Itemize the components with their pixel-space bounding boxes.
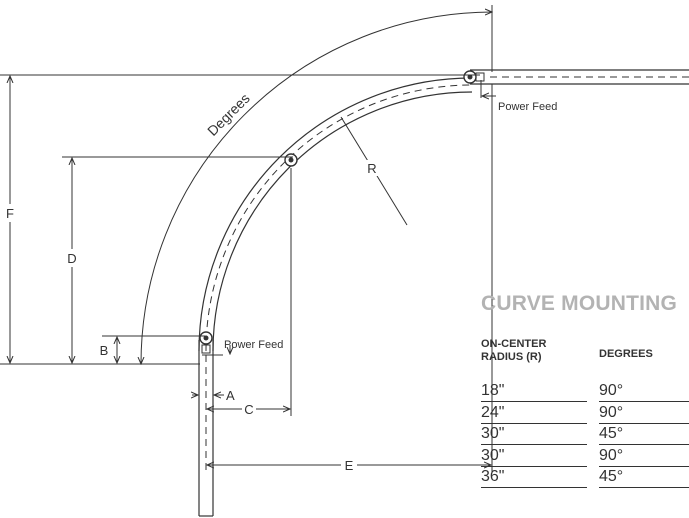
radius-cell: 30" (481, 446, 587, 467)
table-row: 24" 90° (481, 403, 689, 425)
radius-cell: 24" (481, 403, 587, 424)
header-radius-line1: ON-CENTER (481, 338, 547, 350)
header-radius-line2: RADIUS (R) (481, 351, 542, 363)
a-label: A (226, 388, 235, 403)
d-label: D (67, 251, 76, 266)
connector-middle-icon (284, 153, 298, 167)
header-radius: ON-CENTER RADIUS (R) (481, 338, 591, 364)
degrees-cell: 90° (599, 403, 689, 424)
table-rows: 18" 90° 24" 90° 30" 45° 30" 90° 36" 45° (481, 381, 689, 489)
e-label: E (345, 458, 354, 473)
table-row: 36" 45° (481, 467, 689, 489)
degrees-cell: 45° (599, 424, 689, 445)
table-header: ON-CENTER RADIUS (R) DEGREES (481, 338, 689, 372)
power-feed-top-label: Power Feed (498, 101, 557, 113)
track-vertical-section (198, 340, 214, 517)
degrees-cell: 90° (599, 446, 689, 467)
radius-cell: 36" (481, 467, 587, 488)
header-degrees: DEGREES (599, 348, 653, 360)
radius-cell: 30" (481, 424, 587, 445)
track-horizontal-section (470, 69, 689, 85)
b-label: B (100, 343, 109, 358)
degrees-cell: 90° (599, 381, 689, 402)
power-feed-left-label: Power Feed (224, 339, 283, 351)
c-label: C (244, 402, 253, 417)
degrees-cell: 45° (599, 467, 689, 488)
radius-cell: 18" (481, 381, 587, 402)
table-row: 30" 90° (481, 446, 689, 468)
table-title: CURVE MOUNTING (481, 292, 678, 315)
curve-mounting-table: CURVE MOUNTING ON-CENTER RADIUS (R) DEGR… (481, 292, 689, 488)
f-label: F (6, 206, 14, 221)
degrees-arc (141, 12, 492, 364)
table-row: 30" 45° (481, 424, 689, 446)
radius-label: R (367, 161, 376, 176)
table-row: 18" 90° (481, 381, 689, 403)
